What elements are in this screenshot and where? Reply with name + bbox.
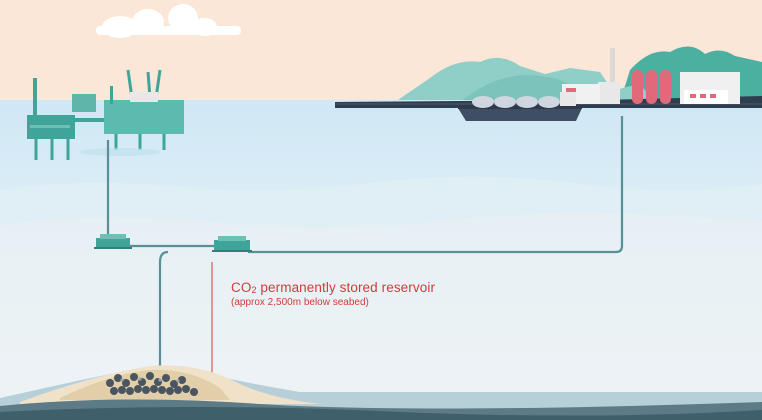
onshore-plant [562, 48, 740, 104]
offshore-platform-icon [27, 69, 184, 160]
subsea-template-1-icon [94, 234, 132, 249]
pipeline-shore-to-subsea [248, 116, 624, 254]
reservoir-label: CO2 permanently stored reservoir [231, 280, 436, 295]
co2-reservoir [0, 365, 762, 420]
storage-tanks-icon [632, 70, 671, 104]
co2-carrier-ship-icon [458, 92, 582, 121]
stored-co2-rocks [106, 372, 198, 396]
cloud [96, 4, 241, 38]
subsea-template-2-icon [212, 236, 252, 252]
pipelines [106, 116, 624, 380]
pipeline-injection-well [158, 250, 169, 380]
reservoir-depth-label: (approx 2,500m below seabed) [231, 297, 369, 308]
